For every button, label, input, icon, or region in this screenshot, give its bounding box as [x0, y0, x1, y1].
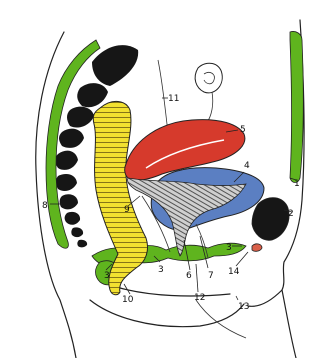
- pubic-bone: [252, 198, 289, 241]
- label-2: 2: [288, 209, 294, 219]
- buttock-outline: [90, 300, 244, 327]
- vertebra-7: [60, 194, 78, 209]
- label-5: 5: [240, 125, 246, 135]
- label-3-left: 3: [104, 271, 110, 281]
- label-3-right: 3: [226, 243, 232, 253]
- vertebra-3: [67, 107, 94, 128]
- label-1: 1: [294, 179, 300, 189]
- label-10: 10: [122, 295, 134, 305]
- clitoris: [252, 244, 262, 251]
- label-7: 7: [208, 271, 214, 281]
- vertebra-8: [65, 212, 80, 225]
- vertebra-1: [92, 45, 138, 86]
- label-12: 12: [194, 293, 205, 303]
- label-3-middle: 3: [158, 265, 164, 275]
- vertebra-9: [71, 227, 83, 237]
- vertebra-4: [59, 129, 84, 148]
- label-9: 9: [124, 205, 130, 215]
- thigh-outline: [282, 290, 296, 358]
- vertebra-5: [55, 151, 78, 170]
- ovary-loop: [195, 63, 222, 93]
- vertebra-10: [77, 240, 87, 248]
- vertebra-6: [56, 174, 77, 191]
- label-11: 11: [168, 94, 179, 104]
- perineum-outline: [120, 288, 230, 296]
- label-8: 8: [42, 201, 48, 211]
- label-4: 4: [244, 161, 250, 171]
- label-6: 6: [186, 271, 192, 281]
- label-13: 13: [238, 302, 249, 312]
- anterior-peritoneum-strip: [290, 31, 303, 182]
- vertebra-2: [77, 83, 108, 107]
- label-14: 14: [228, 267, 240, 277]
